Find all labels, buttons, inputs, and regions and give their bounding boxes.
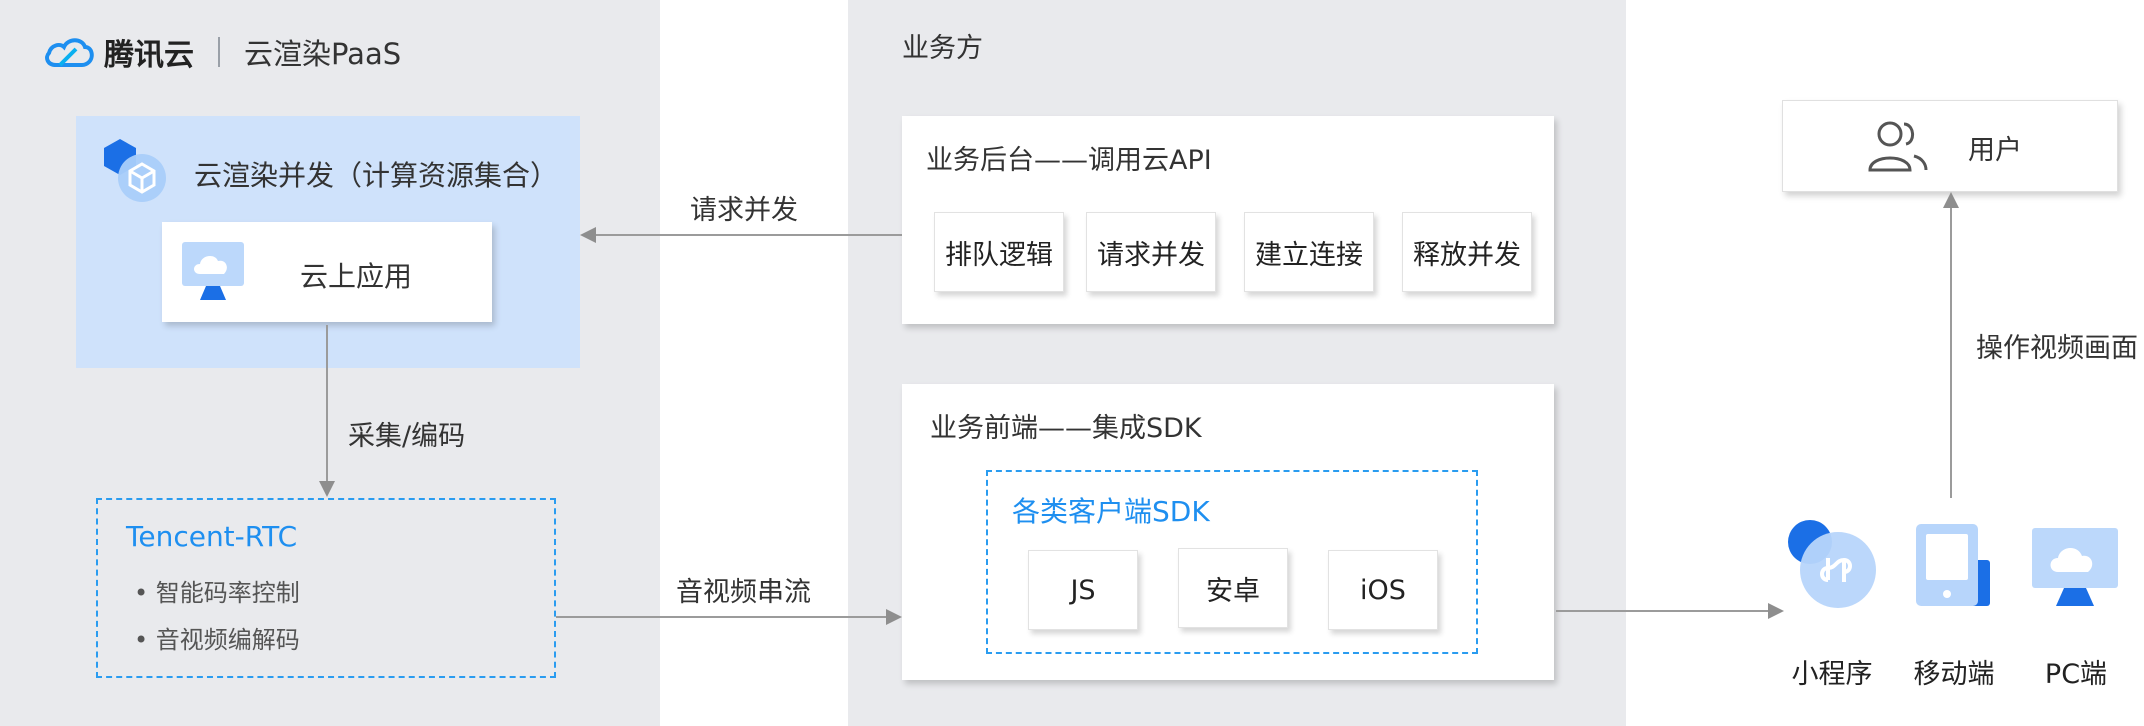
request-arrowhead — [580, 227, 596, 243]
rtc-item-label: 音视频编解码 — [155, 626, 300, 654]
frontend-title: 业务前端——集成SDK — [930, 413, 1202, 444]
rtc-item-label: 智能码率控制 — [155, 579, 300, 607]
capture-arrowhead — [319, 481, 335, 497]
cube-icon — [98, 136, 168, 206]
monitor-cloud-icon — [180, 240, 246, 302]
pc-icon — [2030, 526, 2120, 610]
backend-title: 业务后台——调用云API — [926, 145, 1212, 176]
request-label: 请求并发 — [690, 195, 798, 226]
rtc-title: Tencent-RTC — [126, 520, 298, 553]
brand-header: 腾讯云 云渲染PaaS — [42, 30, 401, 74]
sdk-box — [986, 470, 1478, 654]
stream-connector — [556, 616, 888, 618]
device-label-mobile: 移动端 — [1913, 659, 1995, 690]
rtc-box — [96, 498, 556, 678]
brand-logo-text: 腾讯云 — [104, 38, 194, 73]
device-label-pc: PC端 — [2044, 659, 2108, 690]
request-connector — [594, 234, 902, 236]
user-label: 用户 — [1968, 135, 2022, 166]
rtc-item: • 智能码率控制 — [134, 579, 300, 607]
capture-connector — [326, 325, 328, 483]
devices-connector — [1556, 610, 1770, 612]
cloud-app-label: 云上应用 — [300, 260, 413, 293]
operate-label: 操作视频画面 — [1976, 333, 2138, 364]
backend-action-connect: 建立连接 — [1244, 212, 1374, 292]
brand-divider — [218, 37, 220, 67]
device-label-mini-program: 小程序 — [1791, 659, 1873, 690]
backend-action-request: 请求并发 — [1086, 212, 1216, 292]
rtc-item: • 音视频编解码 — [134, 626, 300, 654]
frontend-card — [902, 384, 1554, 680]
mini-program-icon — [1786, 518, 1878, 610]
sdk-js: JS — [1028, 550, 1138, 630]
sdk-android: 安卓 — [1178, 548, 1288, 628]
devices-arrowhead — [1768, 603, 1784, 619]
sdk-ios: iOS — [1328, 550, 1438, 630]
operate-arrowhead — [1943, 192, 1959, 208]
mobile-icon — [1912, 520, 2002, 610]
product-name: 云渲染PaaS — [244, 37, 402, 71]
stream-arrowhead — [886, 609, 902, 625]
backend-action-queue: 排队逻辑 — [934, 212, 1064, 292]
operate-connector — [1950, 206, 1952, 498]
stream-label: 音视频串流 — [676, 577, 811, 608]
concurrency-title: 云渲染并发（计算资源集合） — [194, 159, 559, 192]
capture-label: 采集/编码 — [348, 421, 466, 452]
tencent-cloud-logo-icon — [45, 38, 94, 67]
sdk-title: 各类客户端SDK — [1012, 495, 1210, 528]
users-icon — [1864, 116, 1930, 176]
user-card — [1782, 100, 2118, 192]
backend-action-release: 释放并发 — [1402, 212, 1532, 292]
business-section-label: 业务方 — [902, 33, 983, 64]
